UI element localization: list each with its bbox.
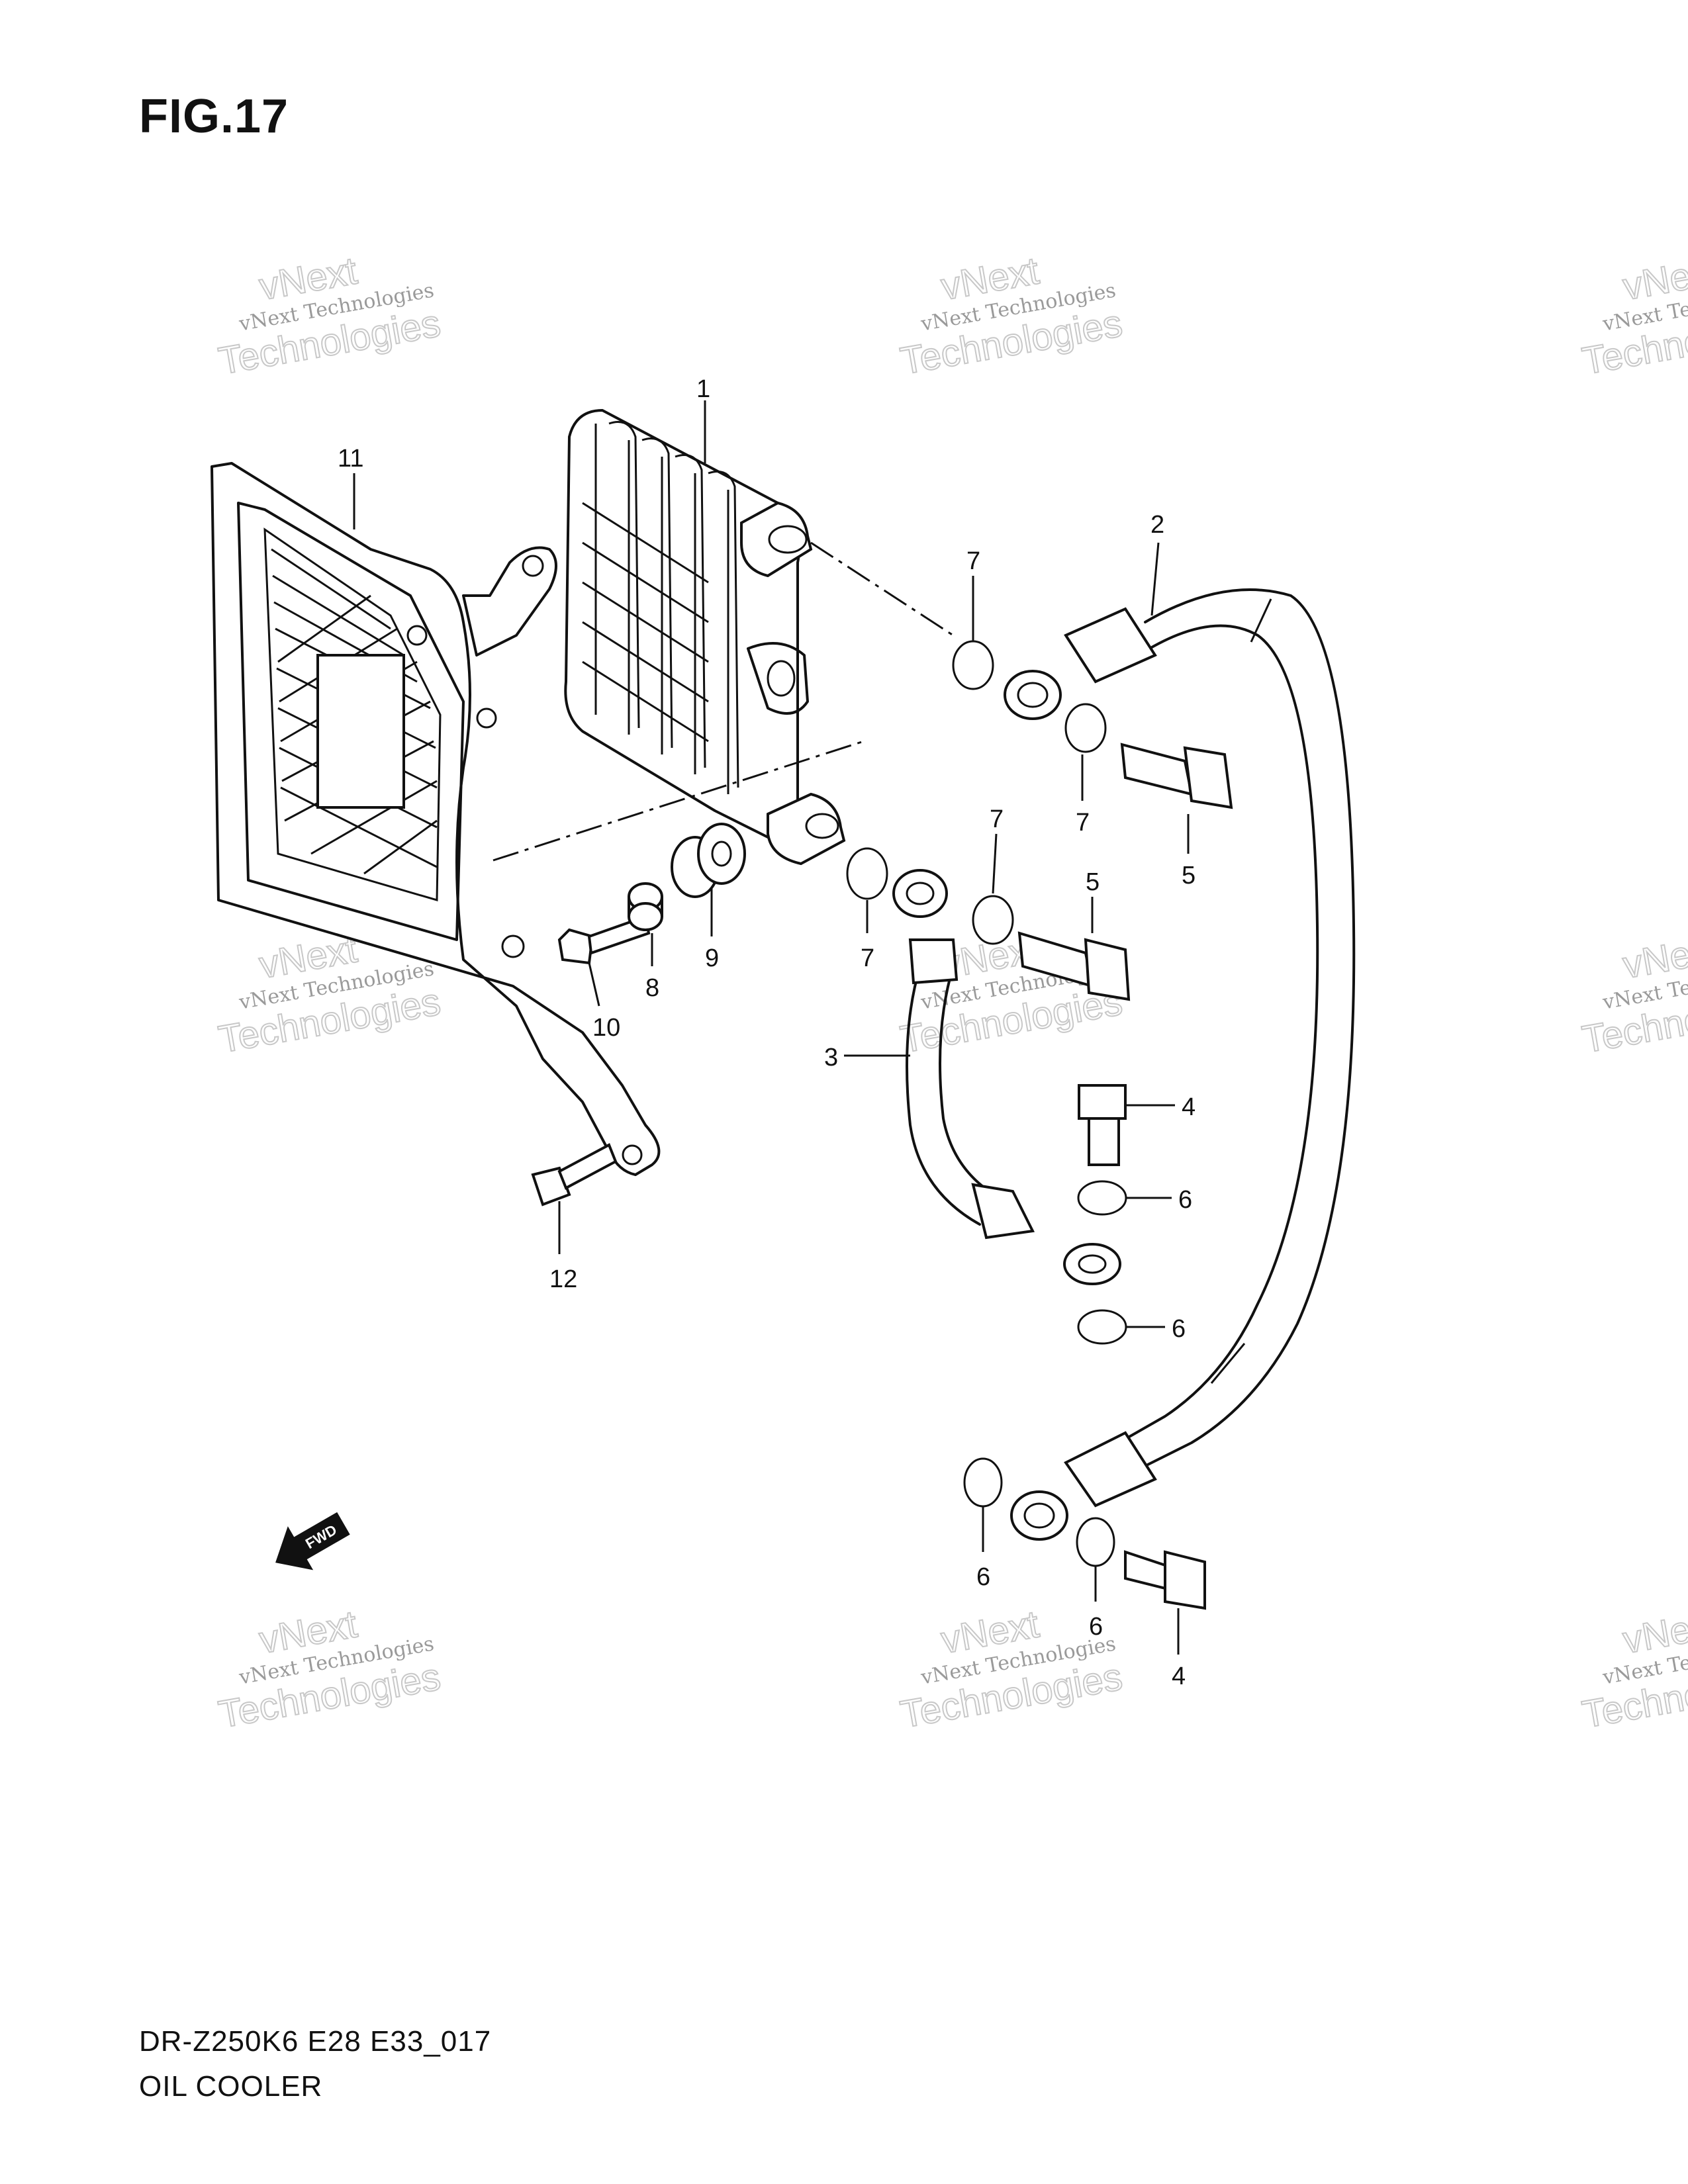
callout-6d: 6 xyxy=(1089,1613,1103,1641)
callout-7c: 7 xyxy=(861,944,874,972)
figure-title: FIG.17 xyxy=(139,90,289,143)
leader-lines xyxy=(353,400,1190,1655)
fwd-arrow-icon: FWD xyxy=(275,1512,350,1570)
part-1-oil-cooler xyxy=(564,409,846,866)
washer-6d xyxy=(1076,1517,1115,1567)
callout-9: 9 xyxy=(705,944,719,972)
watermark-mid-right: vNext vNext Technologies Technologies xyxy=(1578,927,1688,1062)
callout-8: 8 xyxy=(645,974,659,1002)
callout-6a: 6 xyxy=(1178,1186,1192,1214)
callout-11: 11 xyxy=(338,445,363,473)
washer-7b xyxy=(1064,703,1107,753)
callout-2: 2 xyxy=(1150,511,1164,539)
washer-6b xyxy=(1077,1309,1127,1345)
washer-6c xyxy=(963,1457,1003,1508)
watermark-bottom-left: vNext vNext Technologies Technologies xyxy=(214,1602,444,1737)
part-3-oil-hose-short xyxy=(892,869,1121,1285)
washer-7c xyxy=(846,847,888,900)
model-code: DR-Z250K6 E28 E33_017 xyxy=(139,2025,492,2058)
bolt-4-lower xyxy=(1124,1550,1206,1610)
part-2-oil-hose-long xyxy=(1004,588,1356,1541)
callout-7b: 7 xyxy=(1076,809,1090,837)
callout-1: 1 xyxy=(696,375,710,403)
callout-6c: 6 xyxy=(976,1563,990,1591)
callout-12: 12 xyxy=(549,1265,577,1293)
bolt-12 xyxy=(531,1143,618,1206)
callout-7a: 7 xyxy=(966,547,980,575)
callout-5-upper: 5 xyxy=(1182,862,1196,889)
grommet-9 xyxy=(671,823,746,898)
callout-4-upper: 4 xyxy=(1182,1093,1196,1121)
watermark-mid-left: vNext vNext Technologies Technologies xyxy=(214,927,444,1062)
callout-6b: 6 xyxy=(1172,1315,1186,1343)
callout-5-lower: 5 xyxy=(1086,868,1100,896)
watermark-top-left: vNext vNext Technologies Technologies xyxy=(214,248,444,383)
union-bolt-5-lower xyxy=(1017,931,1131,1001)
washer-6a xyxy=(1077,1180,1127,1216)
callout-10: 10 xyxy=(592,1014,620,1042)
center-lines xyxy=(492,541,954,862)
bolt-4-upper xyxy=(1078,1084,1127,1166)
washer-7d xyxy=(972,895,1014,945)
washer-7a xyxy=(952,640,994,690)
callout-4-lower: 4 xyxy=(1172,1662,1186,1690)
part-11-cooler-guard xyxy=(211,462,661,1176)
callout-7d: 7 xyxy=(990,805,1004,833)
watermark-bottom-right: vNext vNext Technologies Technologies xyxy=(1578,1602,1688,1737)
callout-3: 3 xyxy=(824,1044,838,1071)
union-bolt-5-upper xyxy=(1120,743,1233,809)
collar-8 xyxy=(628,882,663,931)
watermark-top-right: vNext vNext Technologies Technologies xyxy=(1578,248,1688,383)
callout-labels: 1 2 3 4 4 5 5 6 6 6 6 7 7 7 7 8 9 10 11 … xyxy=(338,375,1196,1690)
watermark-top-center: vNext vNext Technologies Technologies xyxy=(896,248,1126,383)
watermark-bottom-center: vNext vNext Technologies Technologies xyxy=(896,1602,1126,1737)
section-name: OIL COOLER xyxy=(139,2070,323,2103)
